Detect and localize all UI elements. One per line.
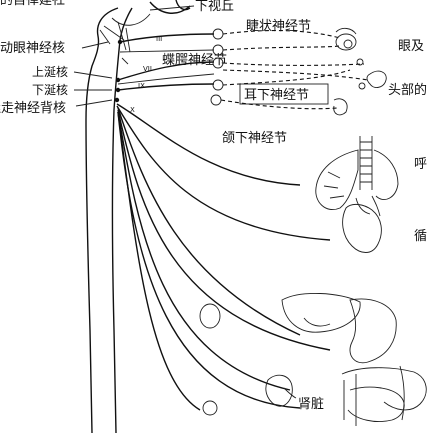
hypothalamus-leader [149, 5, 195, 11]
vagal-dorsal-nucleus-label: 迷走神经背核 [0, 101, 66, 116]
pterygopalatine-ganglion-label: 蝶腭神经节 [162, 53, 227, 68]
kidney-icon [265, 374, 297, 407]
spinal-cord-outline [85, 0, 191, 433]
cranial-nerve-x: X [130, 106, 135, 114]
top-left-text: 的自律建社 [0, 0, 65, 8]
hypothalamus-label: 下视丘 [195, 0, 234, 14]
otic-ganglion-label: 耳下神经节 [244, 88, 309, 103]
postganglionic-fibres [220, 29, 369, 110]
respiratory-label: 呼 [414, 157, 427, 172]
cranial-nerve-ix: IX [138, 82, 145, 90]
oculomotor-leader [81, 41, 109, 49]
eye-icon [335, 27, 357, 51]
otic-ganglion-box [239, 83, 329, 105]
stomach-icon [349, 298, 397, 364]
eye-gland-label: 眼及 [398, 39, 424, 54]
head-glands-label: 头部的 [388, 82, 427, 98]
small-glands-icon [356, 58, 366, 90]
ciliary-ganglion-label: 睫状神经节 [246, 19, 311, 34]
intestines-icon [341, 365, 427, 426]
preganglionic-fibres [117, 33, 215, 91]
lungs-icon [315, 136, 399, 210]
superior-salivatory-label: 上涎核 [32, 65, 68, 79]
submandibular-ganglion-label: 颌下神经节 [222, 131, 287, 146]
inferior-salivatory-label: 下涎核 [32, 83, 68, 97]
cranial-nerve-iii: III [156, 35, 162, 43]
ganglion-loops [199, 303, 221, 416]
cranial-nerve-vii: VII [143, 65, 152, 73]
heart-icon [342, 195, 382, 253]
superior-salivatory-leader [73, 71, 113, 79]
gland-icon [366, 70, 387, 88]
oculomotor-nucleus-label: 动眼神经核 [0, 41, 65, 56]
kidney-label: 肾脏 [298, 397, 324, 412]
vagus-nerve-bundle [116, 103, 331, 411]
liver-icon [281, 293, 361, 333]
ear-gland-icon [333, 98, 348, 116]
vagal-dorsal-leader [75, 99, 113, 107]
circulatory-label: 循 [414, 229, 427, 244]
